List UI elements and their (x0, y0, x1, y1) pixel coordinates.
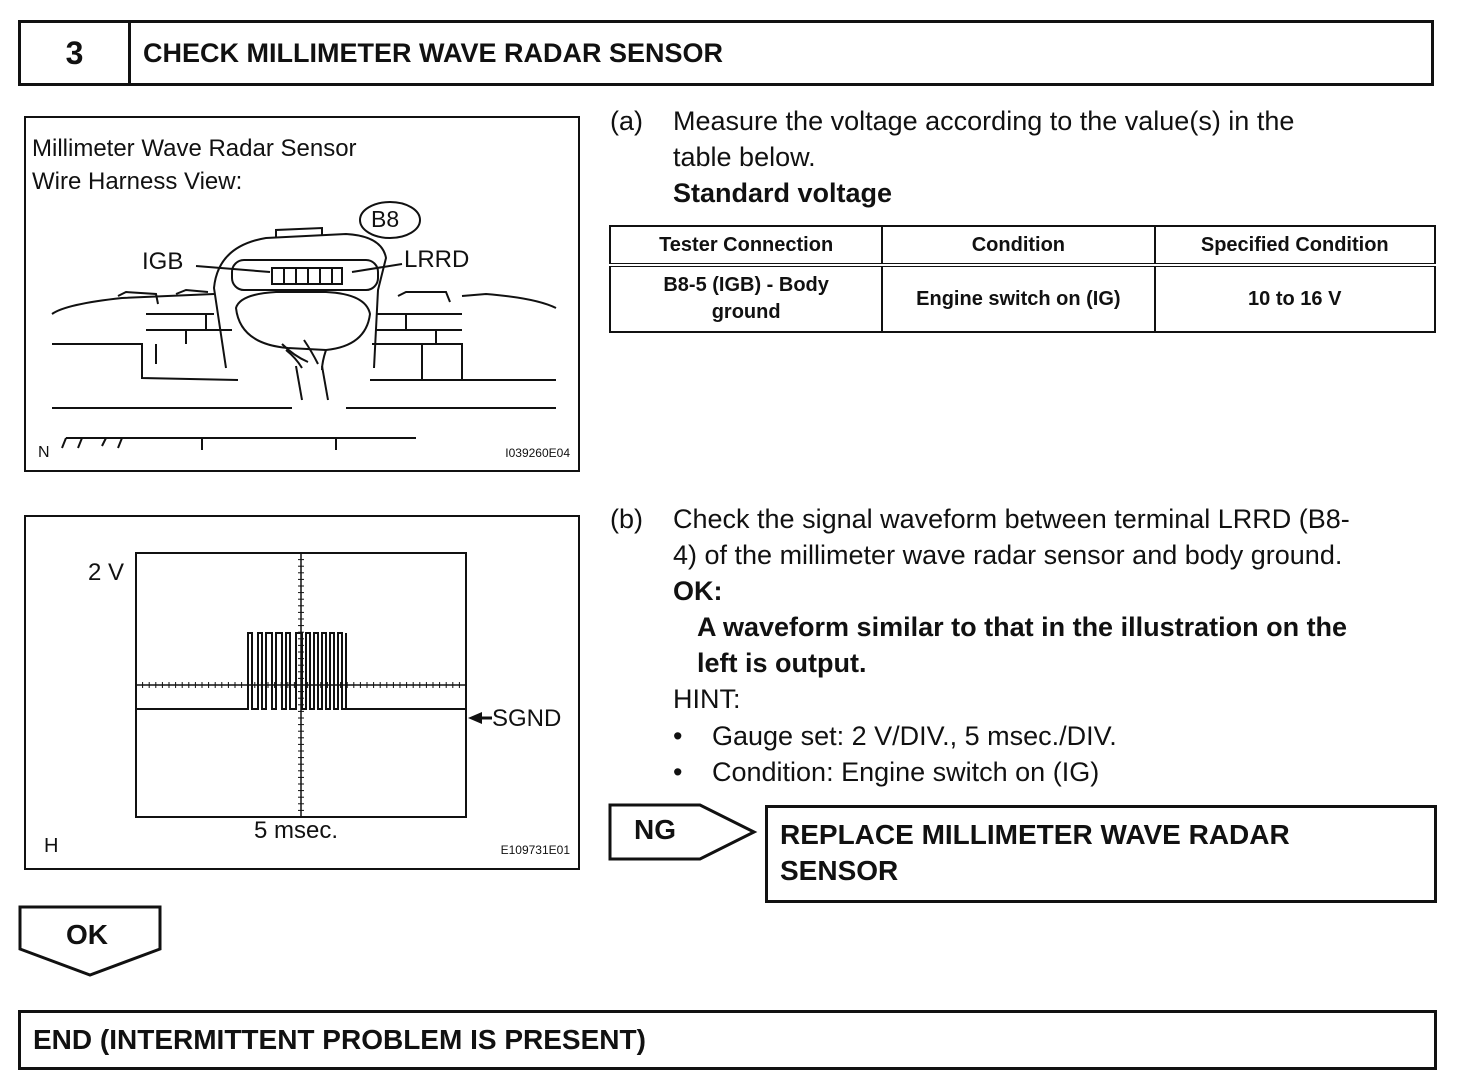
figure-caption-line2: Wire Harness View: (32, 168, 243, 195)
ok-criteria-line2: left is output. (697, 648, 867, 678)
figure-code: E109731E01 (500, 843, 570, 857)
figure-corner-letter: N (38, 444, 50, 461)
step-b-line1: Check the signal waveform between termin… (673, 504, 1350, 534)
tester-connection-cell: B8-5 (IGB) - Body ground (608, 264, 884, 333)
ng-action-box: REPLACE MILLIMETER WAVE RADAR SENSOR (765, 805, 1437, 903)
table-header-row: Tester Connection Condition Specified Co… (608, 225, 1436, 266)
tester-connection-line1: B8-5 (IGB) - Body (663, 274, 829, 296)
hint-item: Gauge set: 2 V/DIV., 5 msec./DIV. (712, 721, 1117, 751)
step-a-marker: (a) (610, 106, 643, 136)
tester-connection-line2: ground (711, 301, 781, 323)
x-scale-label: 5 msec. (254, 817, 339, 844)
table-row: B8-5 (IGB) - Body ground Engine switch o… (608, 264, 1436, 333)
ok-label: OK (66, 919, 108, 950)
step-header: 3 CHECK MILLIMETER WAVE RADAR SENSOR (18, 20, 1434, 86)
ok-criteria-line1: A waveform similar to that in the illust… (697, 612, 1348, 642)
sgnd-label: SGND (492, 705, 562, 732)
connector-illustration (51, 201, 557, 450)
hint-bullet-icon: • (673, 721, 683, 751)
column-header: Condition (881, 225, 1156, 266)
signal-waveform (136, 632, 466, 710)
connector-id-oval (359, 201, 421, 239)
column-header: Specified Condition (1153, 225, 1436, 266)
standard-voltage-heading: Standard voltage (673, 178, 893, 208)
figure-corner-letter: H (44, 835, 59, 857)
standard-voltage-table: Tester Connection Condition Specified Co… (608, 225, 1436, 333)
step-b-line2: 4) of the millimeter wave radar sensor a… (673, 540, 1343, 570)
specified-condition-cell: 10 to 16 V (1153, 264, 1436, 333)
connector-id-label: B8 (371, 206, 400, 232)
connector-figure: Millimeter Wave Radar Sensor Wire Harnes… (24, 116, 580, 472)
figure-code: I039260E04 (505, 446, 570, 460)
ng-arrow-icon (608, 803, 758, 861)
ng-action-line2: SENSOR (780, 855, 899, 886)
step-a-line2: table below. (673, 142, 816, 172)
waveform-figure: 2 V 5 msec. SGND H E109731E01 (24, 515, 580, 870)
sgnd-arrow-icon (468, 712, 482, 724)
y-scale-label: 2 V (88, 559, 125, 586)
step-number: 3 (21, 23, 131, 83)
ng-action-line1: REPLACE MILLIMETER WAVE RADAR (780, 819, 1290, 850)
end-box: END (INTERMITTENT PROBLEM IS PRESENT) (18, 1010, 1437, 1070)
step-b-marker: (b) (610, 504, 643, 534)
end-text: END (INTERMITTENT PROBLEM IS PRESENT) (33, 1024, 646, 1055)
hint-bullet-icon: • (673, 757, 683, 787)
condition-cell: Engine switch on (IG) (881, 264, 1156, 333)
ok-arrow-icon (18, 905, 162, 977)
hint-item: Condition: Engine switch on (IG) (712, 757, 1100, 787)
ok-criteria-label: OK: (673, 576, 723, 606)
hint-label: HINT: (673, 684, 741, 714)
terminal-label-lrrd: LRRD (404, 246, 470, 273)
oscilloscope-grid (135, 552, 492, 818)
figure-caption-line1: Millimeter Wave Radar Sensor (32, 135, 357, 162)
column-header: Tester Connection (608, 225, 884, 266)
step-title: CHECK MILLIMETER WAVE RADAR SENSOR (143, 38, 724, 68)
step-a-line1: Measure the voltage according to the val… (673, 106, 1295, 136)
ng-label: NG (634, 814, 676, 845)
terminal-label-igb: IGB (142, 248, 184, 275)
